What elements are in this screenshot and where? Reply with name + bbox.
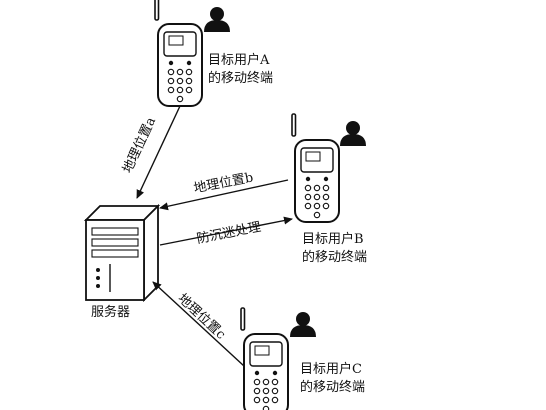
user-a-label-line1: 目标用户A <box>208 53 270 68</box>
user-c-label-line1: 目标用户C <box>300 362 362 377</box>
phone-icon-b <box>291 113 340 223</box>
person-icon-a <box>204 7 230 32</box>
arrow-server-to-b <box>159 216 293 246</box>
person-icon-b <box>340 121 366 146</box>
arrow-a-to-server <box>136 105 181 199</box>
phone-icon-c <box>240 307 289 410</box>
user-c-label: 目标用户C 的移动终端 <box>300 361 365 397</box>
user-a-label-line2: 的移动终端 <box>208 71 274 86</box>
phone-icon-a <box>154 0 203 107</box>
server-label: 服务器 <box>91 305 131 320</box>
user-b-label-line1: 目标用户B <box>302 232 364 247</box>
user-c-label-line2: 的移动终端 <box>300 380 366 395</box>
user-b-label-line2: 的移动终端 <box>302 250 368 265</box>
person-icon-c <box>290 312 316 337</box>
user-b-label: 目标用户B 的移动终端 <box>302 231 367 267</box>
user-a-label: 目标用户A 的移动终端 <box>208 52 273 88</box>
arrow-c-to-server <box>152 281 245 367</box>
server-icon <box>83 203 161 303</box>
arrow-b-to-server <box>159 179 289 211</box>
